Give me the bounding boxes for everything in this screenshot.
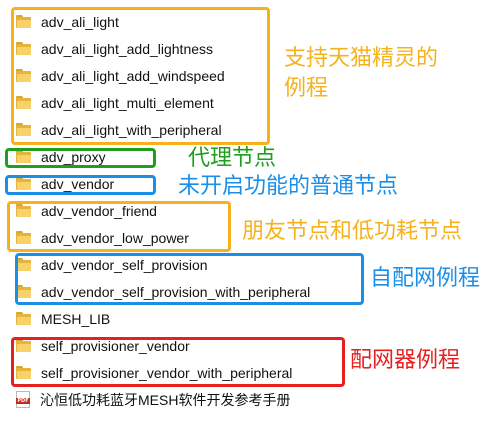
provisioner-annotation: 配网器例程 [350, 348, 461, 373]
friend-lowpower-annotation: 朋友节点和低功耗节点 [242, 219, 463, 244]
list-item[interactable]: MESH_LIB [16, 305, 110, 332]
list-item[interactable]: adv_proxy [16, 143, 106, 170]
list-item[interactable]: adv_vendor_self_provision [16, 251, 208, 278]
file-name: adv_vendor_self_provision_with_periphera… [41, 283, 311, 300]
file-name: adv_vendor_low_power [41, 229, 189, 246]
ali-light-group-box [11, 7, 270, 145]
folder-icon [16, 123, 31, 136]
file-name: adv_ali_light_multi_element [41, 94, 214, 111]
folder-icon [16, 15, 31, 28]
list-item[interactable]: adv_ali_light_multi_element [16, 89, 214, 116]
provisioner-box [11, 337, 345, 387]
self-provision-annotation: 自配网例程 [370, 266, 481, 291]
folder-icon [16, 339, 31, 352]
folder-icon [16, 177, 31, 190]
folder-icon [16, 366, 31, 379]
ali-annotation-line1: 支持天猫精灵的 [284, 46, 439, 71]
file-name: 沁恒低功耗蓝牙MESH软件开发参考手册 [40, 391, 291, 408]
folder-icon [16, 96, 31, 109]
list-item[interactable]: adv_vendor_self_provision_with_periphera… [16, 278, 310, 305]
file-name: self_provisioner_vendor [41, 337, 190, 354]
file-name: adv_proxy [41, 148, 106, 165]
folder-icon [16, 69, 31, 82]
list-item[interactable]: self_provisioner_vendor_with_peripheral [16, 359, 292, 386]
vendor-box [5, 175, 156, 195]
folder-icon [16, 150, 31, 163]
file-name: self_provisioner_vendor_with_peripheral [41, 364, 293, 381]
vendor-annotation: 未开启功能的普通节点 [178, 174, 399, 199]
list-item[interactable]: adv_vendor_low_power [16, 224, 189, 251]
file-name: adv_ali_light_add_lightness [41, 40, 214, 57]
list-item[interactable]: PDF 沁恒低功耗蓝牙MESH软件开发参考手册 [16, 386, 290, 413]
file-name: MESH_LIB [41, 310, 111, 327]
friend-lowpower-box [7, 201, 231, 252]
list-item[interactable]: adv_ali_light_add_lightness [16, 35, 213, 62]
proxy-box [5, 148, 156, 168]
file-name: adv_vendor_friend [41, 202, 157, 219]
ali-annotation-line2: 例程 [284, 76, 329, 101]
list-item[interactable]: adv_ali_light_add_windspeed [16, 62, 225, 89]
list-item[interactable]: self_provisioner_vendor [16, 332, 190, 359]
folder-icon [16, 285, 31, 298]
pdf-icon: PDF [16, 391, 30, 408]
folder-icon [16, 258, 31, 271]
file-name: adv_ali_light [41, 13, 119, 30]
list-item[interactable]: adv_vendor_friend [16, 197, 157, 224]
proxy-annotation: 代理节点 [188, 146, 277, 171]
file-name: adv_vendor [41, 175, 115, 192]
file-name: adv_ali_light_add_windspeed [41, 67, 225, 84]
folder-icon [16, 231, 31, 244]
list-item[interactable]: adv_ali_light_with_peripheral [16, 116, 222, 143]
folder-icon [16, 42, 31, 55]
file-name: adv_vendor_self_provision [41, 256, 208, 273]
list-item[interactable]: adv_vendor [16, 170, 114, 197]
folder-icon [16, 204, 31, 217]
pdf-badge: PDF [16, 398, 30, 404]
list-item[interactable]: adv_ali_light [16, 8, 119, 35]
file-name: adv_ali_light_with_peripheral [41, 121, 222, 138]
self-provision-box [15, 253, 364, 305]
folder-icon [16, 312, 31, 325]
